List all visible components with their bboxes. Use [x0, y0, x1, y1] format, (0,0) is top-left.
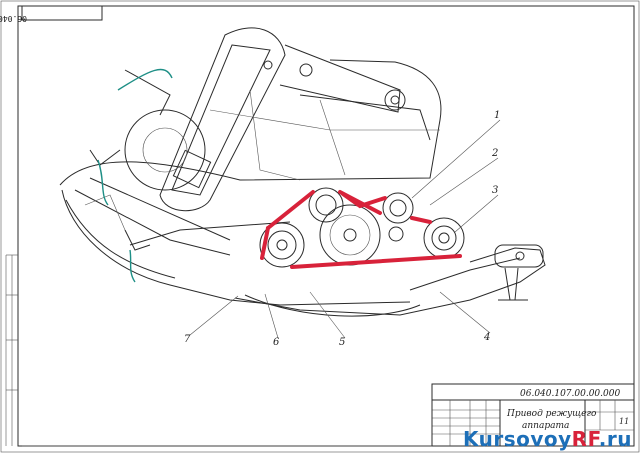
- pulley-tensioner: [388, 226, 404, 242]
- belt-cross: [341, 192, 387, 209]
- pulley-main: [319, 204, 381, 266]
- reel-tine-arc-mid: [97, 159, 109, 206]
- callout-2: 2: [491, 148, 498, 159]
- reel-tine-arc-top: [117, 68, 173, 91]
- pulley-idler: [382, 192, 414, 224]
- belt-upper-right: [410, 216, 432, 224]
- belt-left-loop: [260, 226, 270, 260]
- sheet-count: 11: [619, 417, 629, 426]
- reel-tine-arc-low: [129, 249, 136, 283]
- watermark-tail: .ru: [598, 427, 632, 451]
- callout-7: 7: [184, 334, 191, 345]
- drawing-title-line2: аппарата: [522, 421, 569, 431]
- top-stamp-text: 06.040.107.00.00.000: [0, 14, 27, 23]
- cutter-bar: [234, 244, 546, 317]
- machine-housing: [59, 59, 442, 306]
- callout-3: 3: [492, 185, 498, 196]
- boom-arm: [159, 27, 440, 212]
- pulley-left: [259, 222, 305, 268]
- drawing-title-line1: Привод режущего: [506, 409, 597, 419]
- inner-frame: [17, 5, 635, 447]
- drive-belts: [260, 190, 462, 269]
- watermark-accent: RF: [571, 427, 599, 451]
- top-stamp: 06.040.107.00.00.000: [0, 5, 103, 23]
- watermark-main: Kursovoy: [462, 427, 572, 451]
- callout-1: 1: [494, 110, 500, 121]
- drawing-number: 06.040.107.00.00.000: [520, 389, 620, 399]
- site-watermark: KursovoyRF.ru: [463, 427, 632, 451]
- reel-assembly: [89, 68, 206, 283]
- belt-upper-left: [266, 190, 315, 230]
- title-block: [22, 383, 635, 447]
- callout-4: 4: [483, 332, 490, 343]
- callout-leaders: [189, 119, 501, 339]
- belt-lower: [290, 254, 462, 269]
- pulley-top: [308, 187, 344, 223]
- pulley-drive: [259, 187, 465, 268]
- callout-5: 5: [339, 337, 345, 348]
- left-margin-strip: [5, 254, 18, 446]
- callout-6: 6: [273, 337, 280, 348]
